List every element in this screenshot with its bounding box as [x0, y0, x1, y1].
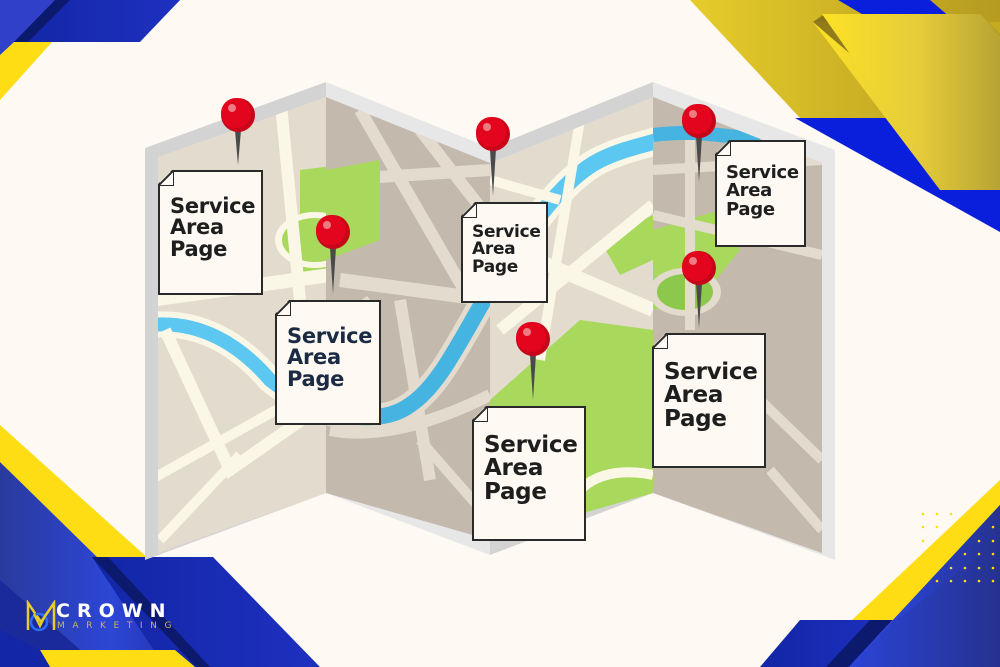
crown-marketing-logo: CROWN MARKETING: [26, 600, 186, 636]
top-right-decor: [690, 0, 1000, 232]
map-pin-icon[interactable]: [682, 104, 716, 182]
logo-tagline: MARKETING: [57, 621, 180, 631]
page-fold-icon: [472, 406, 488, 422]
cm-monogram-icon: [26, 600, 56, 632]
top-left-decor: [0, 0, 180, 100]
map-pin-icon[interactable]: [682, 251, 716, 328]
map-pin-icon[interactable]: [221, 98, 255, 165]
map-pin-icon[interactable]: [316, 215, 350, 294]
page-fold-icon: [715, 140, 731, 156]
page-fold-icon: [158, 170, 174, 186]
page-fold-icon: [652, 333, 668, 349]
page-fold-icon: [275, 300, 291, 316]
map-pin-icon[interactable]: [516, 322, 550, 400]
bottom-right-decor: [760, 480, 1000, 667]
map-pin-icon[interactable]: [476, 117, 510, 196]
page-fold-icon: [461, 202, 477, 218]
dot-grid-decor: [921, 512, 995, 583]
logo-name: CROWN: [56, 600, 173, 622]
